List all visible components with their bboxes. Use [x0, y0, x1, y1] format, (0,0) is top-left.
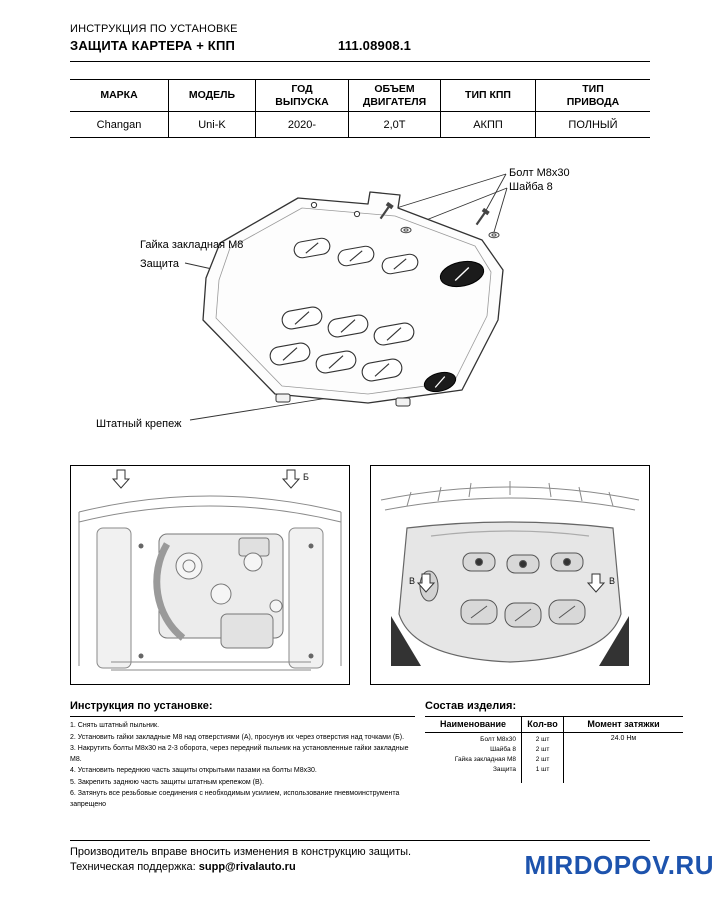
bolt-points — [138, 543, 314, 659]
instruction-step: 5. Закрепить заднюю часть защиты штатным… — [70, 778, 264, 786]
comp-item-name: Гайка закладная М8 — [454, 756, 516, 764]
skid-plate-outline — [202, 191, 504, 404]
spec-header-model: МОДЕЛЬ — [168, 80, 255, 112]
installed-slots-bottom — [460, 599, 586, 628]
comp-torque-value: 24.0 Нм — [563, 733, 683, 783]
comp-item-name: Шайба 8 — [490, 746, 516, 754]
manufacturer-note: Производитель вправе вносить изменения в… — [70, 846, 412, 858]
comp-item-qty: 2 шт — [535, 736, 550, 743]
washer-icon — [400, 226, 500, 239]
comp-item-qty: 2 шт — [535, 756, 550, 764]
comp-item-name: Защита — [492, 766, 516, 774]
doc-type: ИНСТРУКЦИЯ ПО УСТАНОВКЕ — [70, 23, 238, 35]
spec-value-year: 2020- — [255, 112, 348, 137]
composition-title: Состав изделия: — [425, 700, 517, 712]
comp-header-name: Наименование — [425, 717, 521, 733]
spec-value-engine: 2,0Т — [348, 112, 440, 137]
comp-names: Болт М8х30 Шайба 8 Гайка закладная М8 За… — [425, 733, 521, 783]
flange-holes — [310, 201, 361, 218]
marker-b-label: Б — [303, 472, 309, 482]
plate-opening-bottom — [423, 371, 457, 393]
spec-header-drive: ТИП ПРИВОДА — [535, 80, 650, 112]
callout-shield: Защита — [140, 258, 179, 270]
instructions-steps: 1. Снять штатный пыльник. 2. Установить … — [70, 721, 418, 811]
installed-illustration: В В — [380, 481, 640, 666]
instruction-step: 3. Накрутить болты М8х30 на 2-3 оборота,… — [70, 745, 409, 763]
instruction-step: 4. Установить переднюю часть защиты откр… — [70, 767, 317, 774]
spec-value-gearbox: АКПП — [440, 112, 535, 137]
down-arrow-icon — [416, 573, 606, 593]
instruction-step: 2. Установить гайки закладные М8 над отв… — [70, 733, 405, 741]
callout-nut: Гайка закладная М8 — [140, 239, 244, 251]
composition-divider — [425, 716, 683, 717]
spec-value-drive: ПОЛНЫЙ — [535, 112, 650, 137]
instruction-step: 6. Затянуть все резьбовые соединения с н… — [70, 790, 400, 808]
support-email[interactable]: supp@rivalauto.ru — [198, 861, 296, 873]
marker-v-right-label: В — [609, 576, 615, 586]
composition-table: Наименование Кол-во Момент затяжки Болт … — [425, 717, 683, 783]
support-label: Техническая поддержка: — [70, 861, 199, 873]
spec-table: МАРКА МОДЕЛЬ ГОД ВЫПУСКА ОБЪЕМ ДВИГАТЕЛЯ… — [70, 79, 650, 138]
installed-slots-top — [462, 552, 584, 574]
spec-header-gearbox: ТИП КПП — [440, 80, 535, 112]
watermark: MIRDOPOV.RU — [524, 850, 714, 880]
comp-item-qty: 2 шт — [535, 746, 550, 754]
shadow-areas — [391, 616, 629, 666]
callout-stock-fastener: Штатный крепеж — [96, 418, 182, 430]
bolt-icon — [379, 201, 490, 226]
header-divider — [70, 61, 650, 62]
comp-header-qty: Кол-во — [521, 717, 563, 733]
skid-plate-drawing — [184, 173, 508, 421]
spec-header-engine: ОБЪЕМ ДВИГАТЕЛЯ — [348, 80, 440, 112]
underbody-illustration: Б — [78, 469, 342, 671]
spec-value-model: Uni-K — [168, 112, 255, 137]
instructions-title: Инструкция по установке: — [70, 700, 213, 712]
comp-header-torque: Момент затяжки — [563, 717, 683, 733]
plate-slots-top — [293, 237, 419, 275]
instructions-divider — [70, 716, 415, 717]
mounting-tabs — [275, 393, 411, 407]
footer-divider — [70, 840, 650, 841]
plate-opening-top — [439, 260, 485, 288]
spec-header-brand: МАРКА — [70, 80, 168, 112]
comp-quantities: 2 шт 2 шт 2 шт 1 шт — [521, 733, 563, 783]
photo-underbody: Б — [70, 465, 350, 685]
photo-shield-installed: В В — [370, 465, 650, 685]
page-title: ЗАЩИТА КАРТЕРА + КПП — [70, 38, 236, 53]
plate-slots-bottom — [269, 306, 415, 382]
callout-bolt: Болт М8х30 — [509, 167, 570, 179]
callout-washer: Шайба 8 — [509, 181, 553, 193]
down-arrow-icon — [111, 469, 301, 489]
support-line: Техническая поддержка: supp@rivalauto.ru — [70, 861, 296, 873]
comp-item-qty: 1 шт — [535, 766, 550, 774]
marker-v-left-label: В — [409, 576, 415, 586]
instruction-step: 1. Снять штатный пыльник. — [70, 722, 160, 729]
part-number: 111.08908.1 — [338, 38, 412, 53]
spec-value-brand: Changan — [96, 118, 142, 131]
comp-item-name: Болт М8х30 — [480, 736, 516, 743]
spec-header-year: ГОД ВЫПУСКА — [255, 80, 348, 112]
